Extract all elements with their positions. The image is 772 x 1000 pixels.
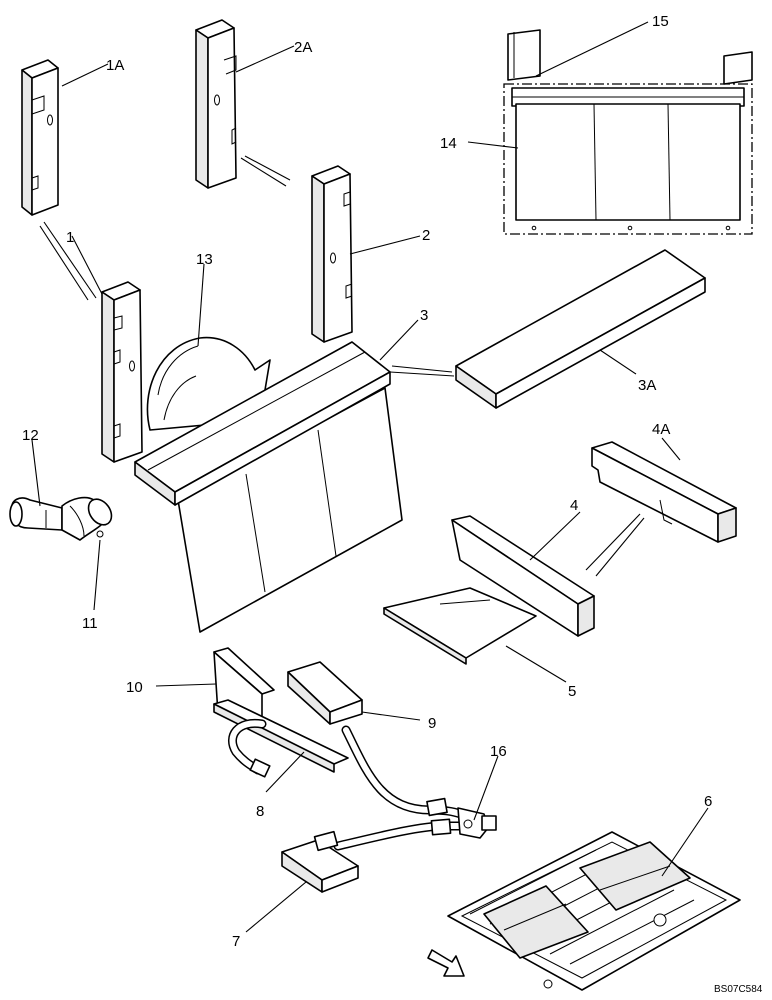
- label-4: 4: [570, 497, 578, 514]
- label-6: 6: [704, 793, 712, 810]
- label-1: 1: [66, 229, 74, 246]
- label-10: 10: [126, 679, 143, 696]
- part-1A: [21, 59, 59, 216]
- drawing-code: BS07C584: [714, 984, 763, 995]
- part-2: [311, 165, 353, 343]
- part-14-15-panel: [503, 29, 753, 235]
- front-direction-arrow: [427, 949, 465, 977]
- part-4-5: [383, 515, 595, 665]
- part-16-hoses: [333, 725, 497, 851]
- callout-labels: 1A 2A 15 14 1 2 13 3 3A 12 4A 4 11 5 10 …: [22, 13, 763, 995]
- label-2: 2: [422, 227, 430, 244]
- label-7: 7: [232, 933, 240, 950]
- label-16: 16: [490, 743, 507, 760]
- label-8: 8: [256, 803, 264, 820]
- label-12: 12: [22, 427, 39, 444]
- label-3: 3: [420, 307, 428, 324]
- label-15: 15: [652, 13, 669, 30]
- part-1: [101, 281, 143, 463]
- part-7: [281, 830, 359, 893]
- part-8-9-10: [213, 647, 363, 778]
- part-4A: [591, 441, 737, 543]
- label-2A: 2A: [294, 39, 312, 56]
- part-2A: [195, 19, 237, 189]
- label-4A: 4A: [652, 421, 670, 438]
- label-14: 14: [440, 135, 457, 152]
- label-3A: 3A: [638, 377, 656, 394]
- label-11: 11: [82, 615, 98, 632]
- part-3: [134, 341, 403, 633]
- part-12-elbow: [9, 496, 113, 541]
- label-1A: 1A: [106, 57, 124, 74]
- part-3A: [455, 249, 706, 409]
- label-9: 9: [428, 715, 436, 732]
- label-13: 13: [196, 251, 213, 268]
- label-5: 5: [568, 683, 576, 700]
- part-6: [447, 831, 741, 991]
- leader-lines: [31, 21, 709, 933]
